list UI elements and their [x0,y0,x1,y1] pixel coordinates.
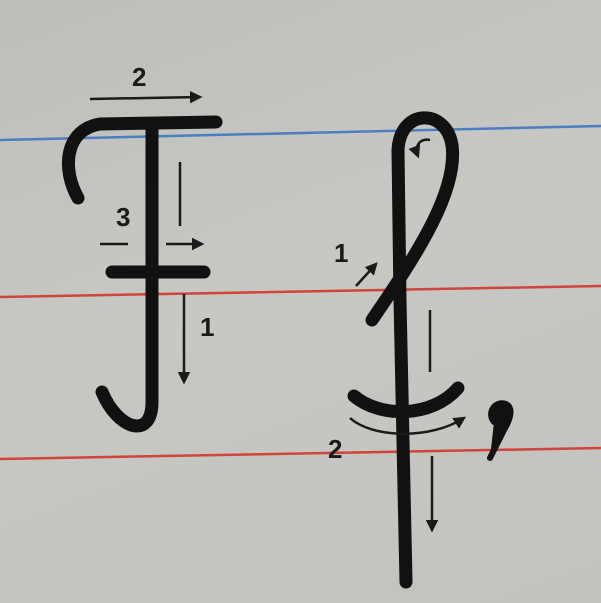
step-label-1-right: 1 [334,238,348,268]
cursive-f-with-cedilla-glyph [347,111,465,589]
comma-glyph [487,400,514,461]
red-rule-line-top [0,284,601,299]
step-label-2-right: 2 [328,434,342,464]
arrow-stroke-2 [89,90,203,104]
f-top-bar-stroke [61,115,223,205]
f-loop-stroke [365,111,460,589]
f-cross-curve-stroke [347,381,465,418]
step-label-2: 2 [132,62,146,92]
blue-rule-line [0,124,601,142]
arrow-upstroke-1 [355,262,378,287]
f-stem-stroke [95,121,159,433]
capital-cursive-f-glyph [61,115,223,433]
loop-turn-arrow [408,138,431,159]
step-label-3: 3 [116,202,130,232]
red-rule-line-bottom [0,446,601,461]
step-label-1: 1 [200,312,214,342]
left-glyph-arrows [89,90,205,385]
arrow-curve-2 [349,416,467,435]
right-glyph-arrows [349,138,467,533]
